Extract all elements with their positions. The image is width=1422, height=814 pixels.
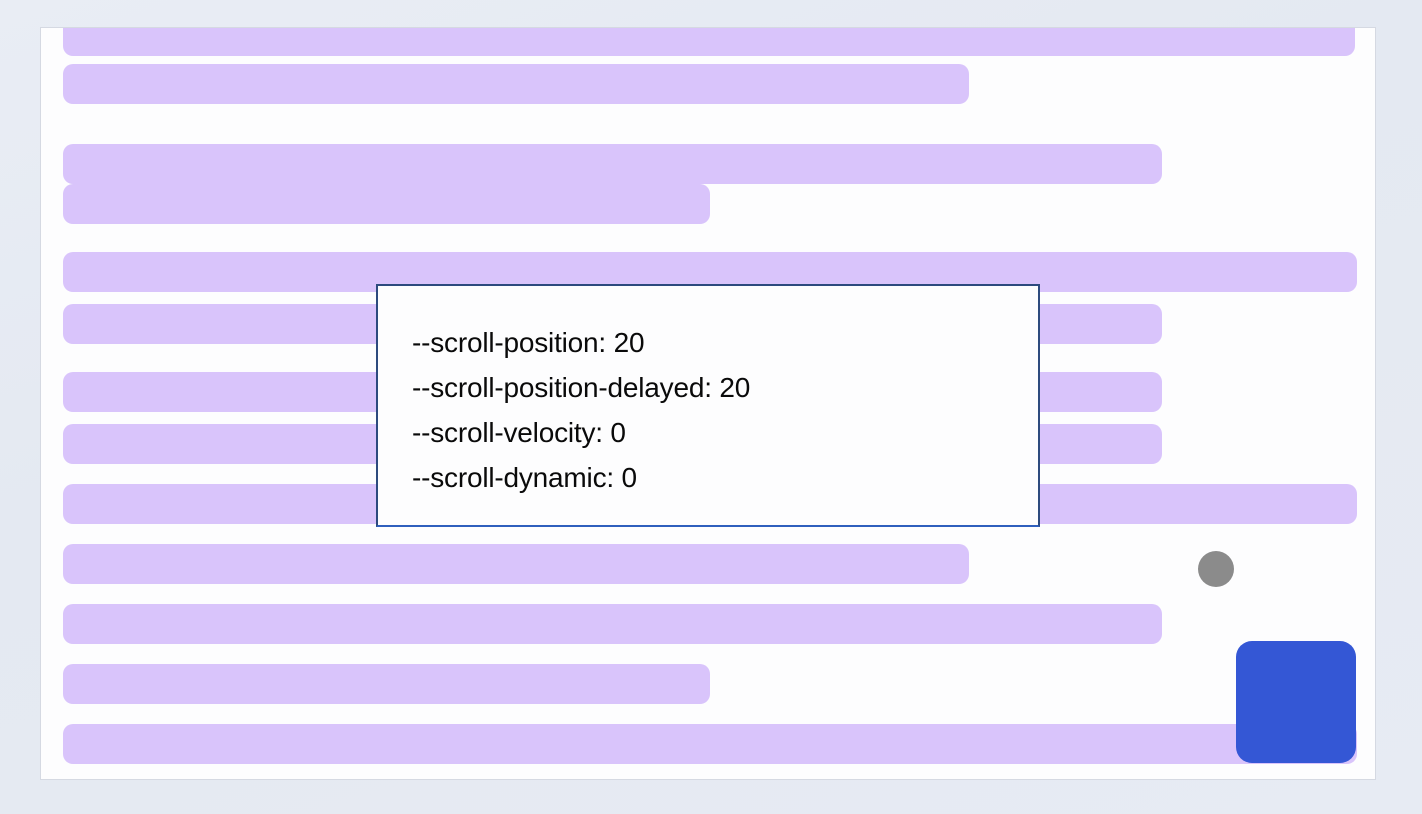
scroll-stage[interactable] <box>40 27 1376 780</box>
placeholder-row <box>63 184 710 224</box>
velocity-indicator-dot <box>1198 551 1234 587</box>
placeholder-row <box>63 28 1355 56</box>
placeholder-row <box>63 604 1162 644</box>
hud-line-scroll-position-delayed: --scroll-position-delayed: 20 <box>412 372 751 403</box>
hud-line-scroll-dynamic: --scroll-dynamic: 0 <box>412 462 637 493</box>
scroll-indicator-box <box>1236 641 1356 763</box>
hud-line-scroll-position: --scroll-position: 20 <box>412 327 645 358</box>
placeholder-row <box>63 64 969 104</box>
placeholder-row <box>63 144 1162 184</box>
placeholder-row <box>63 664 710 704</box>
placeholder-row <box>63 724 1357 764</box>
scroll-variables-readout-panel: --scroll-position: 20 --scroll-position-… <box>376 284 1040 527</box>
hud-line-scroll-velocity: --scroll-velocity: 0 <box>412 417 626 448</box>
placeholder-row <box>63 544 969 584</box>
